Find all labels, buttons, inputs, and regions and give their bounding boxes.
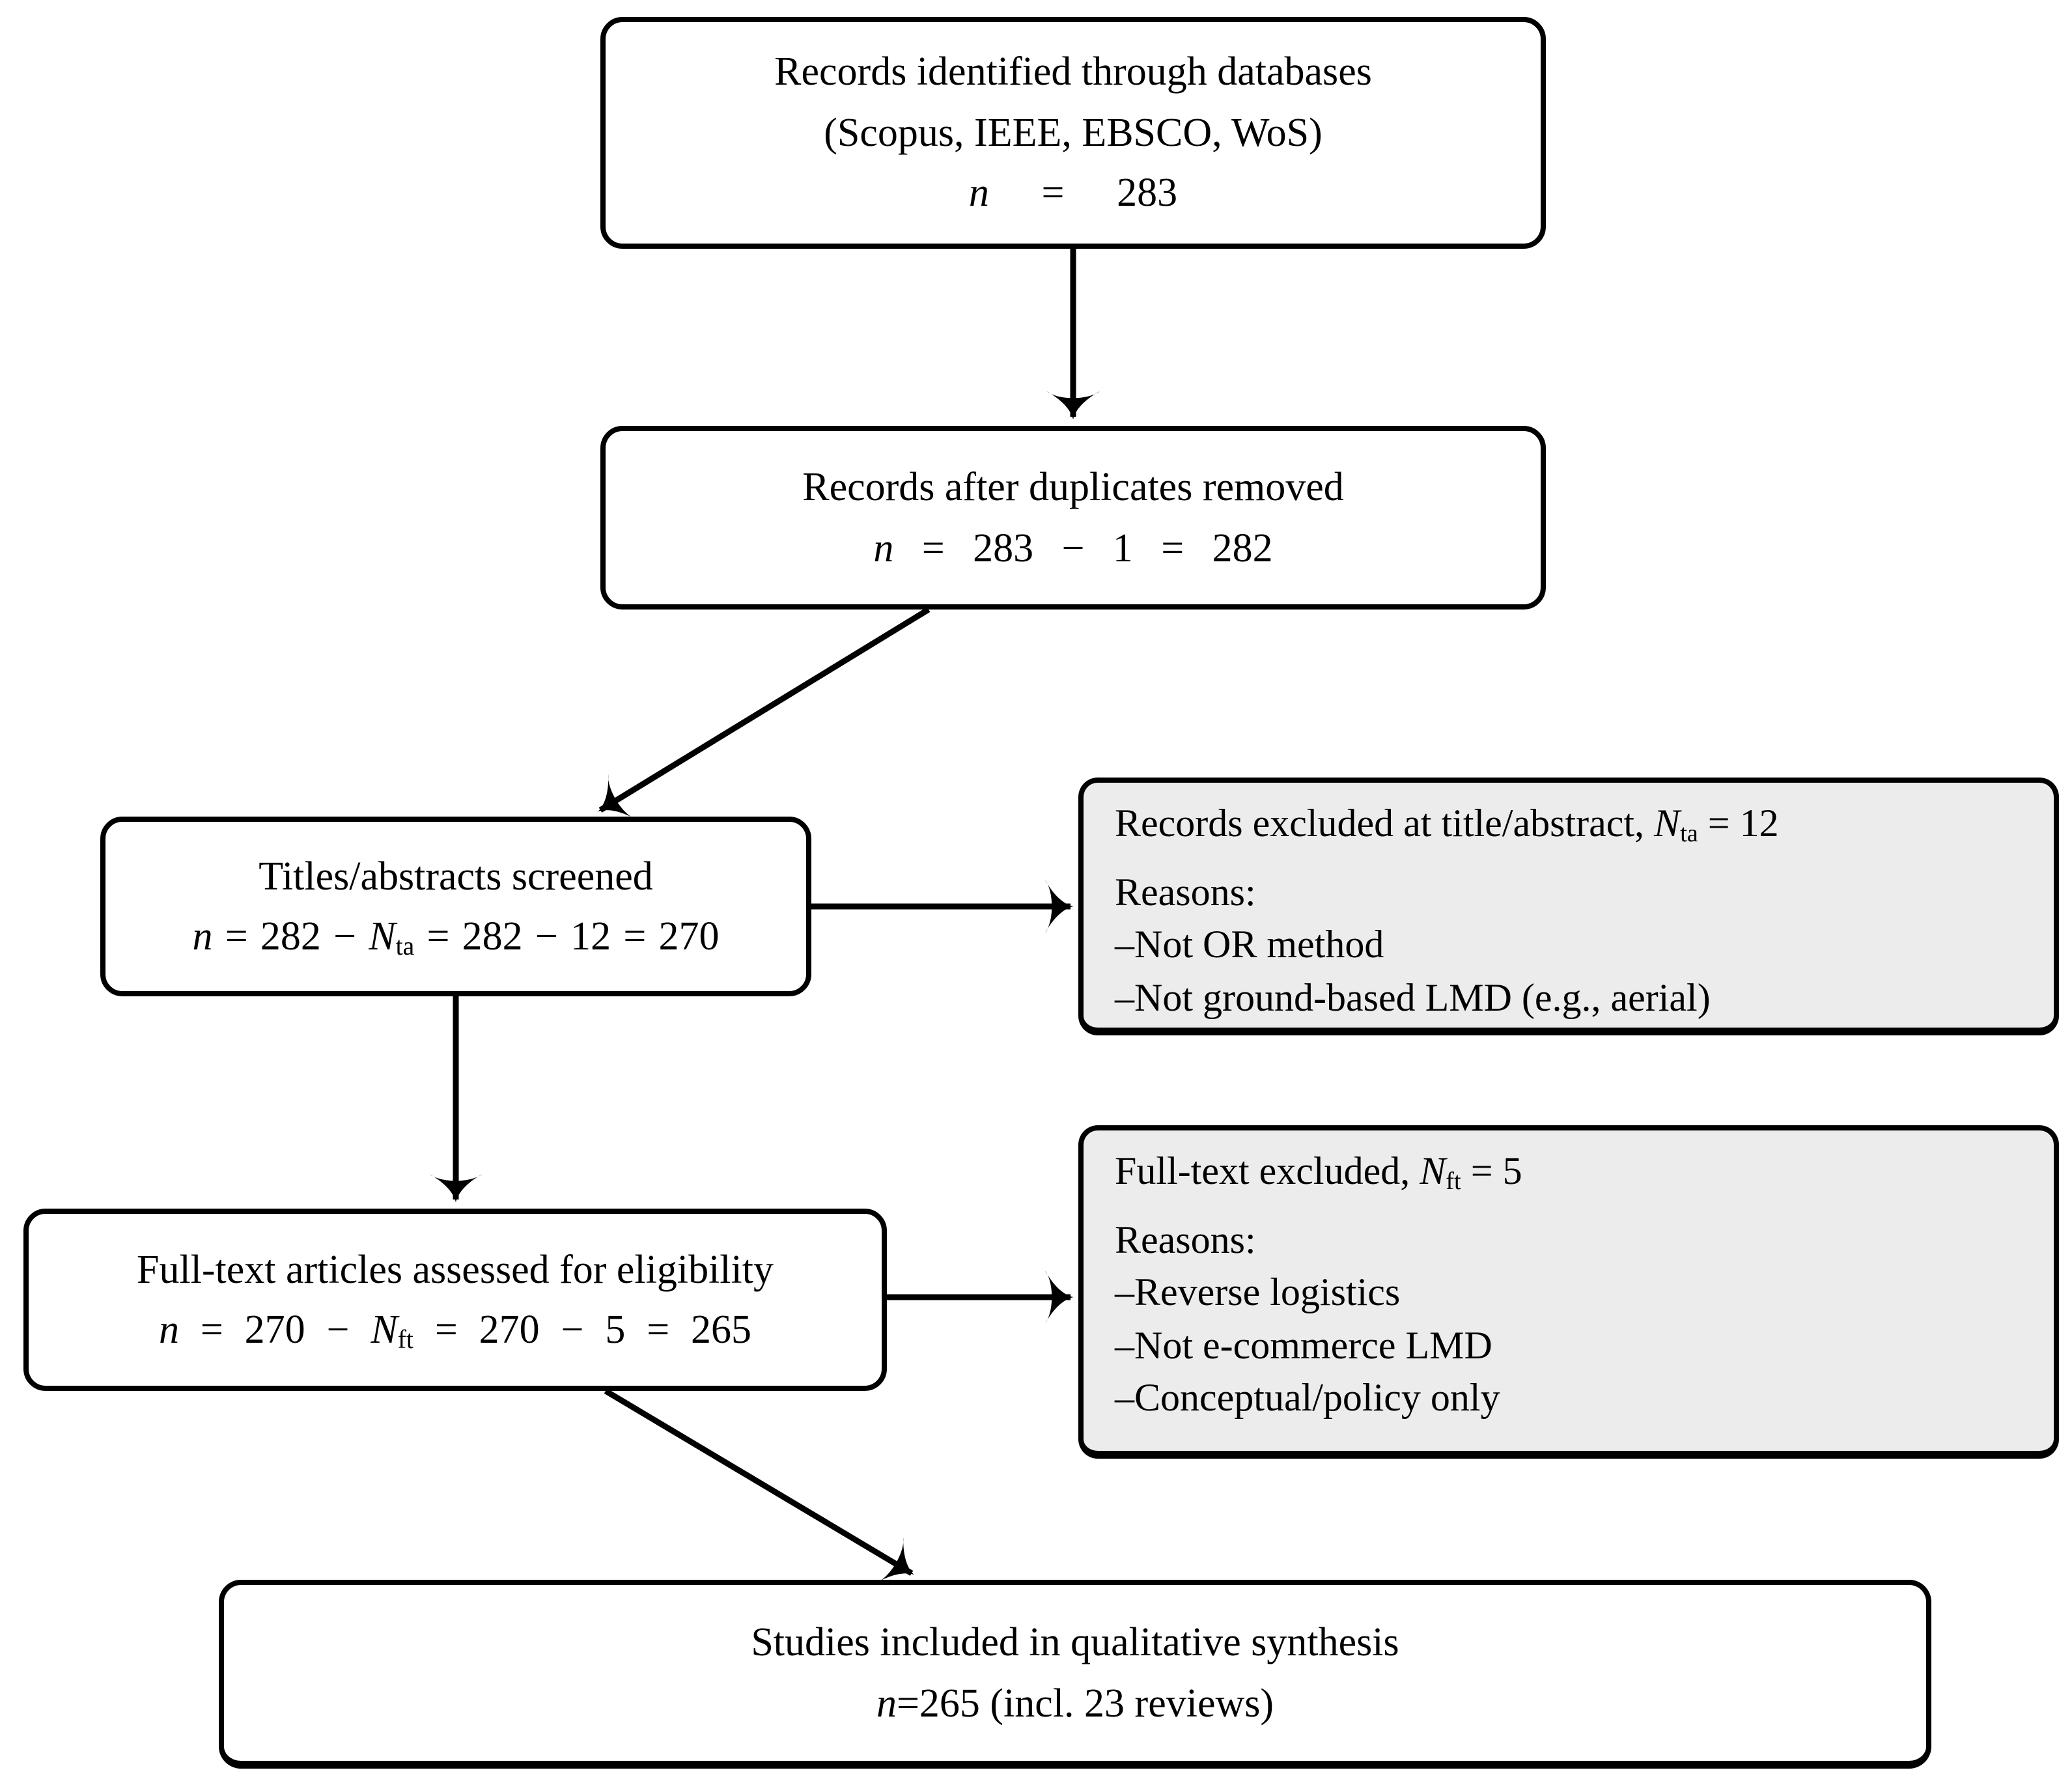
box-fulltext-assessed-count: n = 270 − Nft = 270 − 5 = 265: [158, 1306, 752, 1355]
reason-item: –Conceptual/policy only: [1115, 1377, 1500, 1420]
box-excluded-title-abstract: Records excluded at title/abstract, Nta …: [1078, 778, 2059, 1035]
box-records-identified: Records identified through databases (Sc…: [600, 17, 1546, 249]
box-records-identified-line1: Records identified through databases: [774, 48, 1372, 94]
box-titles-abstracts-screened-line1: Titles/abstracts screened: [259, 852, 653, 898]
arrow-fulltext-to-included: [604, 1388, 914, 1584]
box-titles-abstracts-screened-count: n = 282 − Nta = 282 − 12 = 270: [192, 913, 720, 962]
box-studies-included-count: n=265 (incl. 23 reviews): [876, 1679, 1274, 1725]
box-duplicates-removed-line1: Records after duplicates removed: [802, 464, 1344, 509]
box-fulltext-assessed: Full-text articles assessed for eligibil…: [23, 1209, 887, 1391]
box-records-identified-line2: (Scopus, IEEE, EBSCO, WoS): [824, 109, 1323, 155]
box-fulltext-excluded: Full-text excluded, Nft = 5 Reasons: –Re…: [1078, 1125, 2059, 1459]
box-duplicates-removed-count: n = 283 − 1 = 282: [873, 524, 1273, 570]
box-duplicates-removed: Records after duplicates removed n = 283…: [600, 426, 1546, 610]
reason-item: –Not OR method: [1115, 923, 1384, 966]
reasons-label: Reasons:: [1115, 871, 1256, 914]
reason-item: –Not e-commerce LMD: [1115, 1324, 1492, 1367]
arrow-dedup-to-screened: [598, 607, 931, 820]
reason-item: –Reverse logistics: [1115, 1271, 1401, 1314]
box-studies-included: Studies included in qualitative synthesi…: [219, 1580, 1931, 1769]
box-fulltext-excluded-title: Full-text excluded, Nft = 5: [1115, 1150, 1522, 1196]
box-excluded-title-abstract-title: Records excluded at title/abstract, Nta …: [1115, 802, 1779, 848]
reason-item: –Not ground-based LMD (e.g., aerial): [1115, 976, 1711, 1019]
box-records-identified-count: n = 283: [968, 169, 1178, 216]
reasons-label: Reasons:: [1115, 1218, 1256, 1261]
box-studies-included-line1: Studies included in qualitative synthesi…: [751, 1619, 1399, 1664]
box-fulltext-assessed-line1: Full-text articles assessed for eligibil…: [136, 1246, 774, 1291]
box-titles-abstracts-screened: Titles/abstracts screened n = 282 − Nta …: [100, 817, 811, 996]
